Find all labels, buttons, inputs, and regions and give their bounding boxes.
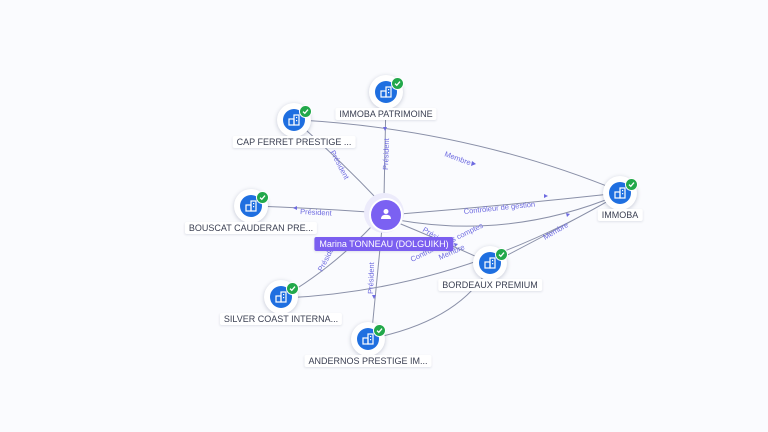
arrow-marker xyxy=(454,243,458,247)
company-icon xyxy=(380,86,392,98)
person-label[interactable]: Marina TONNEAU (DOLGUIKH) xyxy=(314,237,454,251)
arrow-marker xyxy=(471,161,476,166)
company-label[interactable]: BORDEAUX PREMIUM xyxy=(438,279,542,291)
arrow-marker xyxy=(544,194,548,198)
verified-check-icon xyxy=(256,191,269,204)
verified-check-icon xyxy=(373,324,386,337)
edge-person-immoba-comptes xyxy=(397,194,619,227)
company-icon xyxy=(362,333,374,345)
company-label[interactable]: SILVER COAST INTERNA... xyxy=(219,313,343,325)
verified-check-icon xyxy=(286,282,299,295)
user-icon xyxy=(381,209,391,219)
edge-silver-coast-immoba xyxy=(283,193,621,299)
arrow-marker xyxy=(566,213,570,217)
arrow-marker xyxy=(383,127,387,131)
company-icon xyxy=(245,200,257,212)
edge-label-controleur-gestion: Contrôleur de gestion xyxy=(463,200,535,216)
verified-check-icon xyxy=(299,105,312,118)
company-label[interactable]: CAP FERRET PRESTIGE ... xyxy=(232,136,356,148)
company-icon xyxy=(275,291,287,303)
arrow-marker xyxy=(372,295,376,299)
verified-check-icon xyxy=(495,248,508,261)
company-icon xyxy=(288,114,300,126)
edge-label-membre: Membre xyxy=(443,149,472,167)
edge-label-president: Président xyxy=(300,207,333,218)
edge-cap-ferret-immoba xyxy=(299,119,620,192)
company-icon xyxy=(484,257,496,269)
edge-label-membre: Membre xyxy=(542,220,570,242)
edge-andernos-bordeaux xyxy=(373,265,491,339)
verified-check-icon xyxy=(391,77,404,90)
edge-person-immoba-gestion xyxy=(399,192,621,215)
company-label[interactable]: ANDERNOS PRESTIGE IM... xyxy=(304,355,432,367)
edge-label-president: Président xyxy=(381,137,391,170)
company-icon xyxy=(614,187,626,199)
edge-label-president: Président xyxy=(366,261,376,294)
person-avatar[interactable] xyxy=(369,198,403,232)
company-label[interactable]: IMMOBA PATRIMOINE xyxy=(335,108,437,120)
company-label[interactable]: BOUSCAT CAUDERAN PRE... xyxy=(184,222,318,234)
arrow-marker xyxy=(293,206,297,210)
company-label[interactable]: IMMOBA xyxy=(597,209,643,221)
edge-label-president: Président xyxy=(328,149,351,182)
verified-check-icon xyxy=(625,178,638,191)
